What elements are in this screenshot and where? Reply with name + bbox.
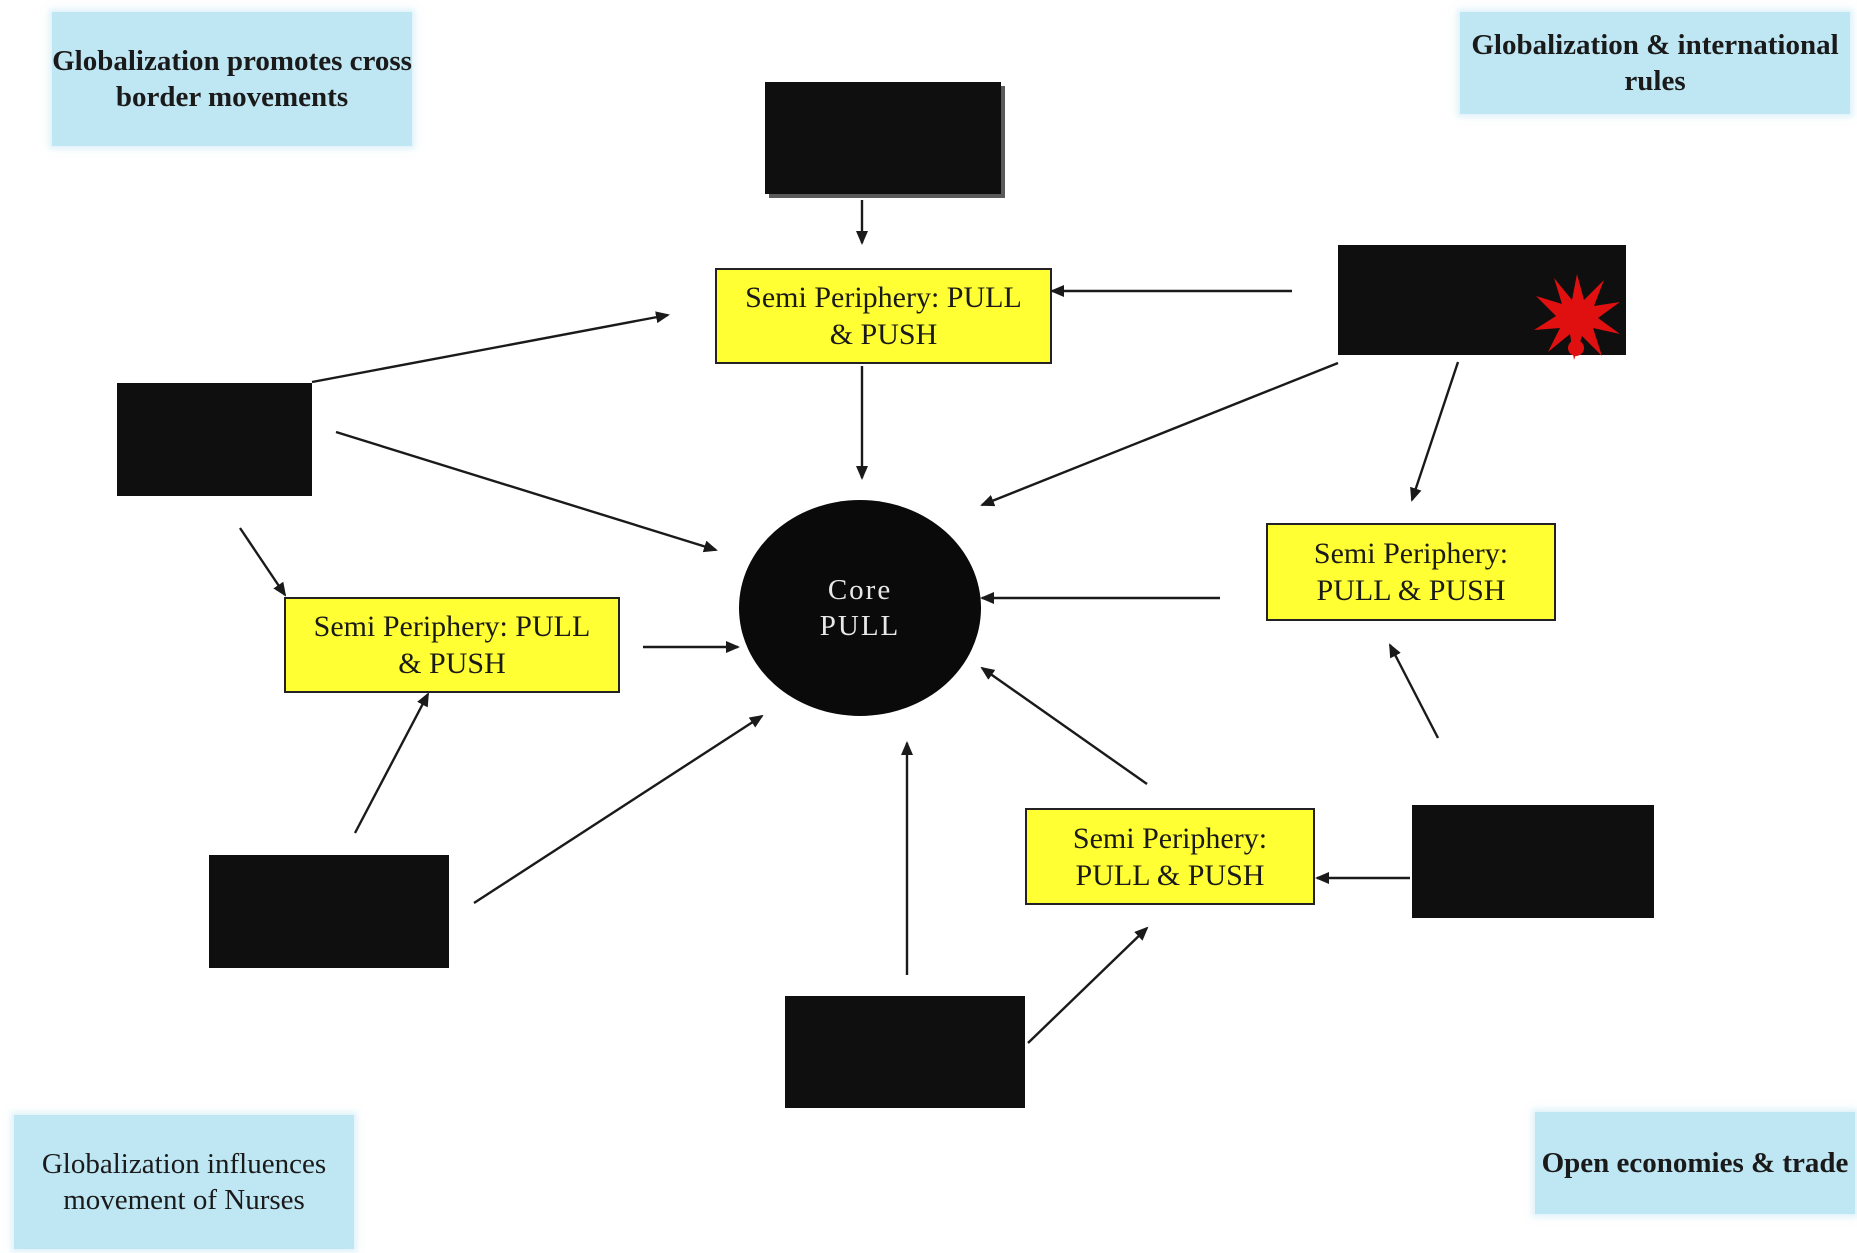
arrow-right-to-semi-right bbox=[1388, 643, 1440, 739]
semi-periphery-right-line1: Semi Periphery: bbox=[1313, 537, 1509, 570]
red-starburst-icon bbox=[1534, 274, 1620, 360]
arrow-left-to-semi-left bbox=[239, 527, 287, 597]
semi-periphery-bottom-right: Semi Periphery: PULL & PUSH bbox=[1025, 808, 1315, 905]
label-globalization-promotes-text: Globalization promotes cross border move… bbox=[52, 45, 412, 113]
label-globalization-promotes: Globalization promotes cross border move… bbox=[52, 12, 412, 146]
arrow-topright-to-semi-right bbox=[1410, 361, 1460, 502]
arrow-bottomleft-to-core bbox=[473, 714, 764, 905]
label-movement-of-nurses-text: Globalization influences movement of Nur… bbox=[41, 1148, 327, 1216]
arrow-bottomleft-to-semi-left bbox=[353, 692, 430, 834]
arrow-semi-bottomright-to-core bbox=[980, 666, 1148, 785]
arrow-bottom-to-semi-bottomright bbox=[1027, 926, 1149, 1044]
semi-periphery-bottom-right-line2: PULL & PUSH bbox=[1075, 858, 1265, 892]
label-open-economies: Open economies & trade bbox=[1535, 1112, 1855, 1214]
semi-periphery-right-line2: PULL & PUSH bbox=[1316, 574, 1506, 607]
semi-periphery-top: Semi Periphery: PULL & PUSH bbox=[715, 268, 1052, 364]
semi-periphery-left: Semi Periphery: PULL & PUSH bbox=[284, 597, 620, 693]
semi-periphery-left-line1: Semi Periphery: PULL bbox=[313, 610, 591, 643]
core-label: Core bbox=[827, 574, 893, 606]
redacted-box-bottom-left bbox=[209, 855, 449, 968]
label-international-rules-text: Globalization & international rules bbox=[1471, 29, 1839, 97]
arrow-left-to-semi-top bbox=[311, 311, 670, 384]
redacted-box-bottom bbox=[785, 996, 1025, 1108]
arrow-left-to-core bbox=[335, 430, 718, 553]
core-sublabel: PULL bbox=[819, 610, 901, 642]
core-pull-node: Core PULL bbox=[739, 500, 981, 716]
label-open-economies-text: Open economies & trade bbox=[1541, 1147, 1849, 1179]
arrow-topright-to-core bbox=[980, 361, 1339, 507]
semi-periphery-top-line2: & PUSH bbox=[829, 318, 938, 351]
semi-periphery-left-line2: & PUSH bbox=[398, 647, 506, 680]
semi-periphery-bottom-right-line1: Semi Periphery: bbox=[1072, 821, 1268, 855]
redacted-box-top bbox=[765, 82, 1001, 194]
label-international-rules: Globalization & international rules bbox=[1460, 12, 1850, 114]
label-movement-of-nurses: Globalization influences movement of Nur… bbox=[14, 1115, 354, 1249]
redacted-box-right bbox=[1412, 805, 1654, 918]
semi-periphery-right: Semi Periphery: PULL & PUSH bbox=[1266, 523, 1556, 621]
redacted-box-left bbox=[117, 383, 312, 496]
semi-periphery-top-line1: Semi Periphery: PULL bbox=[745, 281, 1022, 314]
